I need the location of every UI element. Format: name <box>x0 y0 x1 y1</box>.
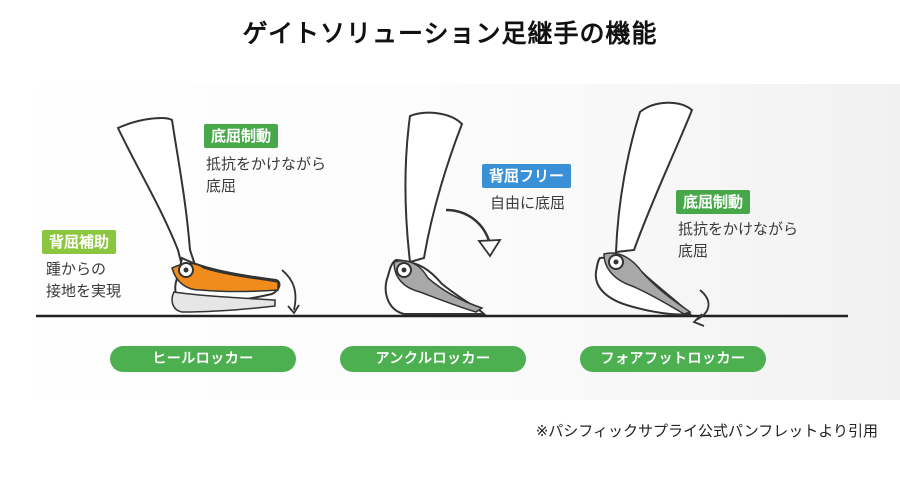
leg-forefoot-rocker <box>594 101 710 327</box>
leg-ankle-rocker <box>384 111 502 315</box>
curved-arrow <box>695 289 710 321</box>
desc-dorsiflexion-assist: 踵からの 接地を実現 <box>46 260 122 300</box>
pill-heel-rocker: ヒールロッカー <box>110 346 296 372</box>
curved-arrow <box>445 208 492 245</box>
gray-ankle-joint <box>603 252 692 315</box>
desc-plantarflexion-control-1: 抵抗をかけながら 底屈 <box>206 155 327 195</box>
pill-ankle-rocker: アンクルロッカー <box>340 346 526 372</box>
curved-arrow <box>281 269 297 311</box>
tag-plantarflexion-control-1: 底屈制動 <box>204 124 279 148</box>
tag-plantarflexion-control-2: 底屈制動 <box>676 190 751 214</box>
orange-ankle-joint <box>171 262 279 293</box>
citation-text: ※パシフィックサプライ公式パンフレットより引用 <box>535 422 878 440</box>
desc-dorsiflexion-free: 自由に底屈 <box>490 194 566 212</box>
desc-plantarflexion-control-2: 抵抗をかけながら 底屈 <box>678 220 799 260</box>
page-title: ゲイトソリューション足継手の機能 <box>242 19 658 48</box>
pill-forefoot-rocker: フォアフットロッカー <box>580 346 766 372</box>
gray-ankle-joint <box>393 260 484 313</box>
tag-dorsiflexion-free: 背屈フリー <box>482 164 572 188</box>
leg-heel-rocker <box>116 117 300 315</box>
tag-dorsiflexion-assist: 背屈補助 <box>42 230 117 254</box>
